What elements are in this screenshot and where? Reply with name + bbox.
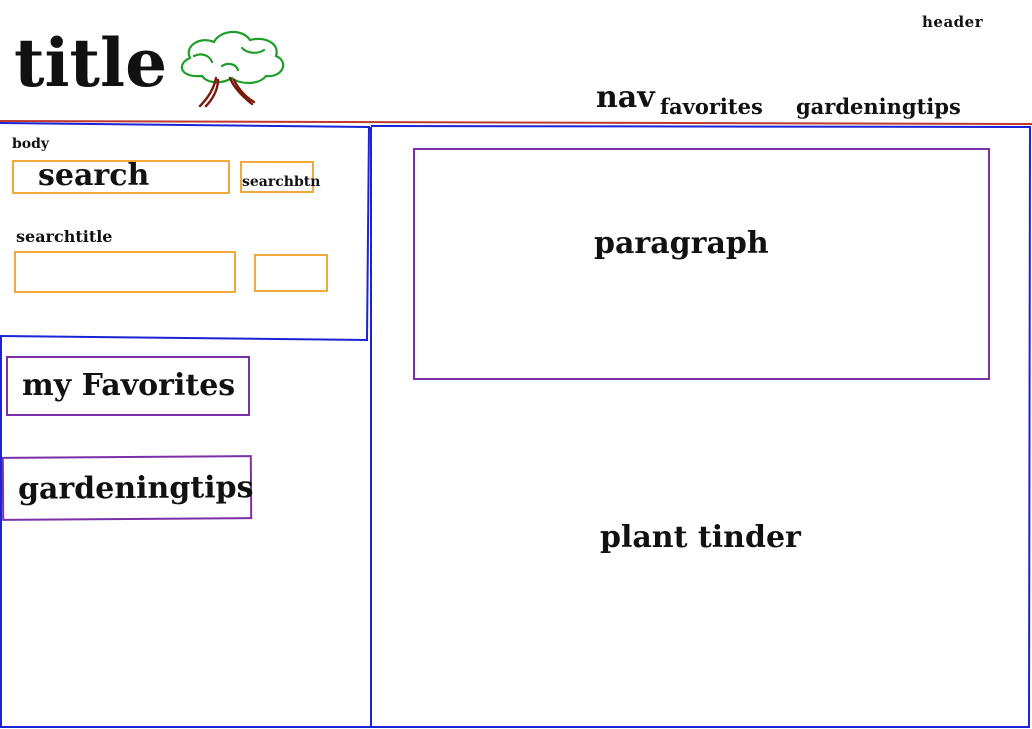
- paragraph-box: [413, 148, 990, 380]
- nav-label: nav: [596, 80, 655, 115]
- my-favorites-button[interactable]: my Favorites: [6, 356, 250, 416]
- tree-icon: [180, 30, 285, 108]
- nav-link-favorites[interactable]: favorites: [660, 94, 763, 119]
- gardeningtips-button[interactable]: gardeningtips: [1, 455, 254, 521]
- site-title: title: [14, 24, 168, 102]
- searchtitle-button[interactable]: [254, 254, 328, 292]
- header-rule: [0, 120, 1032, 125]
- plant-tinder-area[interactable]: plant tinder: [600, 520, 801, 555]
- searchtitle-input[interactable]: [14, 251, 236, 293]
- sidebar-region-border: [0, 127, 372, 728]
- body-label: body: [12, 136, 50, 152]
- searchtitle-label: searchtitle: [16, 227, 113, 246]
- search-button[interactable]: searchbtn: [240, 161, 320, 193]
- header-label: header: [922, 13, 984, 31]
- paragraph-text: paragraph: [594, 226, 769, 261]
- search-input[interactable]: search: [12, 160, 230, 194]
- nav-link-gardeningtips[interactable]: gardeningtips: [796, 94, 961, 119]
